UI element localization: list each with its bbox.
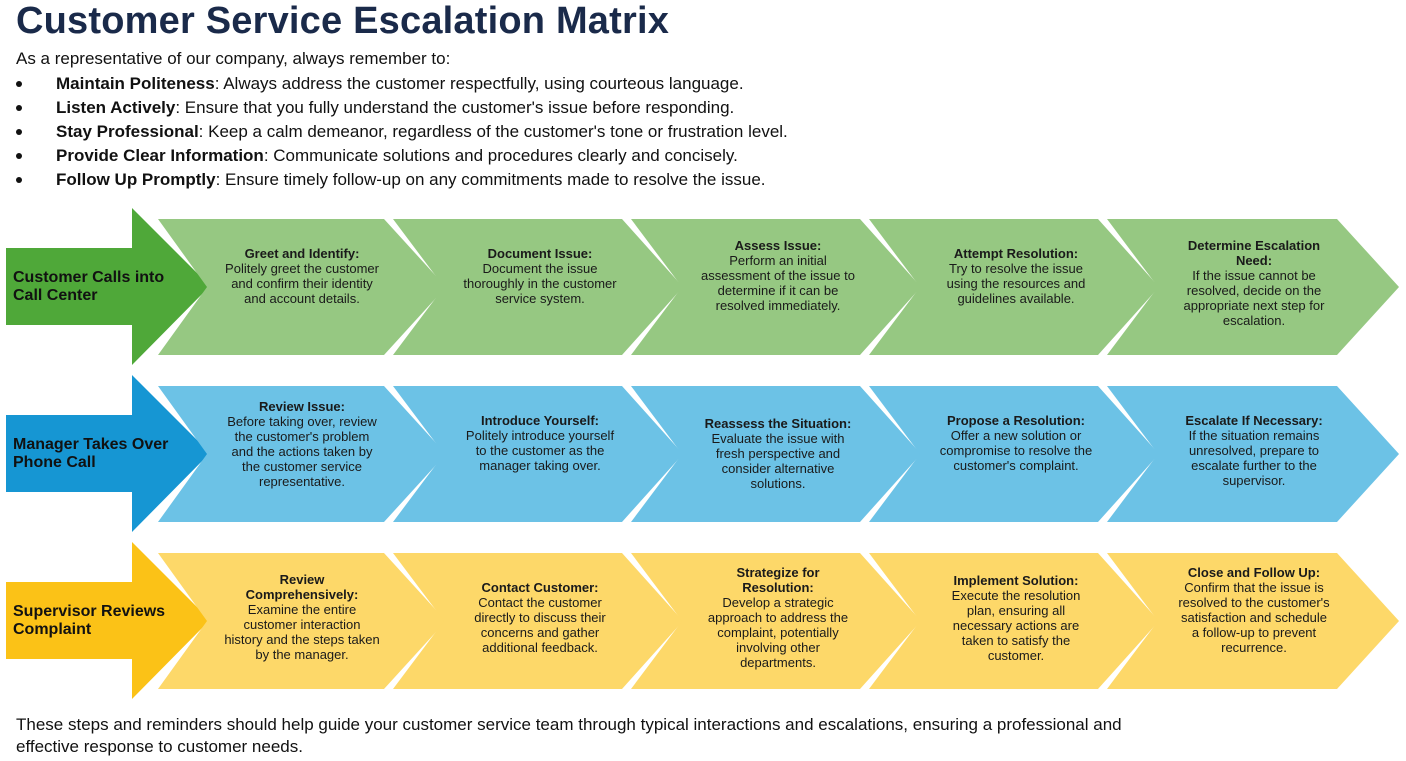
bullet-icon [16, 153, 22, 159]
bullet-icon [16, 129, 22, 135]
step-heading: Greet and Identify: [244, 246, 360, 261]
step-box: Close and Follow Up:Confirm that the iss… [1176, 565, 1332, 655]
step-chevron [158, 553, 446, 689]
bullet-icon [16, 105, 22, 111]
row-shapes [6, 208, 1399, 365]
step-chevron [158, 219, 446, 355]
step-text: Evaluate the issue with fresh perspectiv… [711, 431, 845, 491]
step-heading: Determine Escalation Need: [1187, 238, 1321, 268]
reminder-text: : Keep a calm demeanor, regardless of th… [198, 122, 788, 141]
step-chevron [631, 219, 921, 355]
step-box: Introduce Yourself:Politely introduce yo… [462, 413, 618, 473]
reminder-label: Listen Actively [56, 98, 176, 117]
row-label: Supervisor Reviews Complaint [13, 603, 166, 638]
step-heading: Attempt Resolution: [953, 246, 1079, 261]
step-box: Implement Solution:Execute the resolutio… [938, 573, 1094, 663]
step-box: Contact Customer:Contact the customer di… [462, 580, 618, 655]
step-box: Review Comprehensively:Examine the entir… [224, 572, 380, 662]
step-chevron [869, 553, 1159, 689]
escalation-row-supervisor-reviews: Supervisor Reviews Complaint Review Comp… [6, 542, 1402, 699]
step-box: Document Issue:Document the issue thorou… [462, 246, 618, 306]
list-item: Provide Clear Information: Communicate s… [16, 144, 788, 168]
list-item: Listen Actively: Ensure that you fully u… [16, 96, 788, 120]
page-title: Customer Service Escalation Matrix [16, 0, 670, 42]
step-box: Determine Escalation Need:If the issue c… [1176, 238, 1332, 328]
step-text: Try to resolve the issue using the resou… [946, 261, 1086, 306]
reminder-text: : Ensure that you fully understand the c… [175, 98, 735, 117]
row-shapes [6, 375, 1399, 532]
step-text: Develop a strategic approach to address … [707, 595, 849, 670]
step-chevron [869, 219, 1159, 355]
reminder-text: : Communicate solutions and procedures c… [263, 146, 738, 165]
bullet-icon [16, 81, 22, 87]
step-heading: Contact Customer: [481, 580, 599, 595]
list-item: Maintain Politeness: Always address the … [16, 72, 788, 96]
step-chevron [1107, 386, 1399, 522]
step-box: Propose a Resolution:Offer a new solutio… [938, 413, 1094, 473]
step-box: Assess Issue:Perform an initial assessme… [700, 238, 856, 313]
step-chevron [631, 553, 921, 689]
reminder-label: Follow Up Promptly [56, 170, 216, 189]
step-chevron [869, 386, 1159, 522]
step-text: Contact the customer directly to discuss… [474, 595, 606, 655]
row-shapes [6, 542, 1399, 699]
step-heading: Close and Follow Up: [1187, 565, 1321, 580]
step-text: Before taking over, review the customer'… [227, 414, 377, 489]
step-text: Perform an initial assessment of the iss… [701, 253, 855, 313]
reminder-list: Maintain Politeness: Always address the … [16, 72, 788, 192]
bullet-icon [16, 177, 22, 183]
step-chevron [1107, 219, 1399, 355]
step-box: Review Issue:Before taking over, review … [224, 399, 380, 489]
step-chevron [631, 386, 921, 522]
step-chevron [393, 219, 683, 355]
reminder-text: : Ensure timely follow-up on any commitm… [215, 170, 766, 189]
step-text: Politely greet the customer and confirm … [225, 261, 379, 306]
step-text: Politely introduce yourself to the custo… [465, 428, 615, 473]
step-box: Attempt Resolution:Try to resolve the is… [938, 246, 1094, 306]
step-box: Escalate If Necessary:If the situation r… [1176, 413, 1332, 488]
row-label-arrow [6, 375, 210, 532]
intro-text: As a representative of our company, alwa… [16, 49, 451, 68]
escalation-row-manager-takes-over: Manager Takes Over Phone Call Review Iss… [6, 375, 1402, 532]
step-chevron [1107, 553, 1399, 689]
step-text: Execute the resolution plan, ensuring al… [951, 588, 1081, 663]
step-text: If the issue cannot be resolved, decide … [1183, 268, 1325, 328]
reminder-label: Maintain Politeness [56, 74, 215, 93]
step-chevron [158, 386, 446, 522]
step-heading: Implement Solution: [953, 573, 1079, 588]
step-text: Offer a new solution or compromise to re… [939, 428, 1093, 473]
step-text: Examine the entire customer interaction … [224, 602, 380, 662]
step-chevron [393, 553, 683, 689]
row-label: Manager Takes Over Phone Call [13, 436, 169, 471]
step-text: Document the issue thoroughly in the cus… [463, 261, 617, 306]
step-heading: Review Comprehensively: [245, 572, 359, 602]
list-item: Stay Professional: Keep a calm demeanor,… [16, 120, 788, 144]
reminder-label: Stay Professional [56, 122, 199, 141]
step-heading: Document Issue: [487, 246, 593, 261]
step-box: Greet and Identify:Politely greet the cu… [224, 246, 380, 306]
reminder-label: Provide Clear Information [56, 146, 264, 165]
step-box: Reassess the Situation:Evaluate the issu… [700, 416, 856, 491]
step-heading: Reassess the Situation: [704, 416, 852, 431]
step-heading: Introduce Yourself: [481, 413, 599, 428]
row-label: Customer Calls into Call Center [13, 269, 165, 304]
step-text: If the situation remains unresolved, pre… [1188, 428, 1320, 488]
row-label-arrow [6, 208, 210, 365]
step-box: Strategize for Resolution:Develop a stra… [700, 565, 856, 670]
step-heading: Propose a Resolution: [947, 413, 1085, 428]
step-text: Confirm that the issue is resolved to th… [1178, 580, 1330, 655]
escalation-row-customer-calls: Customer Calls into Call Center Greet an… [6, 208, 1402, 365]
step-heading: Assess Issue: [734, 238, 822, 253]
step-heading: Strategize for Resolution: [736, 565, 820, 595]
row-label-arrow [6, 542, 210, 699]
list-item: Follow Up Promptly: Ensure timely follow… [16, 168, 788, 192]
step-chevron [393, 386, 683, 522]
reminder-text: : Always address the customer respectful… [214, 74, 744, 93]
step-heading: Escalate If Necessary: [1185, 413, 1323, 428]
step-heading: Review Issue: [259, 399, 345, 414]
footer-note: These steps and reminders should help gu… [16, 715, 1122, 756]
